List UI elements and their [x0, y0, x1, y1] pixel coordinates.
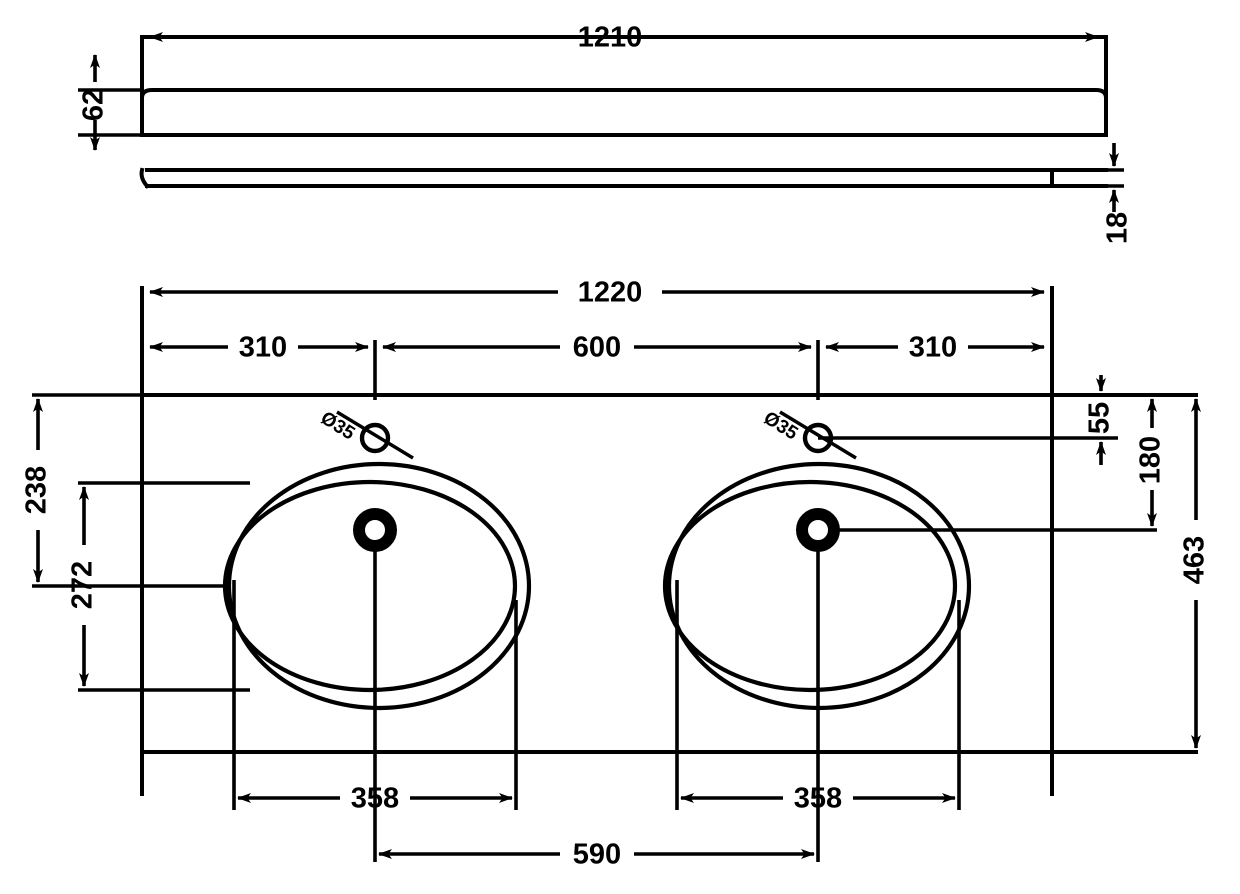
dimension-590-label: 590 — [573, 839, 621, 871]
left-basin: Ø35 — [222, 408, 532, 711]
section-edge-view — [139, 167, 1108, 189]
dimension-180-label: 180 — [1135, 436, 1167, 484]
dimension-310-left-label: 310 — [239, 332, 287, 364]
right-drain-hole — [796, 508, 840, 552]
right-tap-hole-label: Ø35 — [760, 408, 802, 445]
dimension-463-label: 463 — [1179, 536, 1211, 584]
dimension-310-right-label: 310 — [909, 332, 957, 364]
elevation-profile-line — [140, 88, 1108, 105]
dimension-238-label: 238 — [21, 466, 53, 514]
dimension-590: 590 — [373, 546, 820, 871]
dimension-62: 62 — [78, 54, 142, 151]
dimension-272: 272 — [67, 481, 250, 692]
dimension-1220: 1220 — [149, 277, 1045, 309]
dimension-463: 463 — [1179, 398, 1211, 749]
dimension-238: 238 — [21, 393, 230, 588]
section-left-cap — [139, 167, 150, 189]
dimension-1210-label: 1210 — [578, 22, 643, 54]
left-basin-outer-rim — [226, 461, 532, 711]
left-tap-hole — [359, 422, 391, 454]
right-basin-inner-bowl — [662, 479, 958, 693]
left-drain-hole — [353, 508, 397, 552]
dimension-180: 180 — [834, 398, 1167, 532]
right-tap-hole-leader — [779, 410, 857, 460]
dimension-55: 55 — [818, 375, 1118, 465]
left-tap-hole-label: Ø35 — [317, 408, 359, 445]
dimension-chain-310-600-310: 310 600 310 — [149, 332, 1045, 400]
dimension-600-label: 600 — [573, 332, 621, 364]
dimension-55-label: 55 — [1084, 402, 1116, 434]
dimension-18: 18 — [1102, 143, 1134, 244]
dimension-272-label: 272 — [67, 561, 99, 609]
plan-view: Ø35 Ø35 — [140, 286, 1198, 796]
dimension-18-label: 18 — [1102, 212, 1134, 244]
dimension-1210: 1210 — [149, 22, 1099, 54]
dimension-62-label: 62 — [78, 89, 110, 121]
left-tap-hole-leader — [336, 410, 414, 460]
dimension-1220-label: 1220 — [578, 277, 643, 309]
